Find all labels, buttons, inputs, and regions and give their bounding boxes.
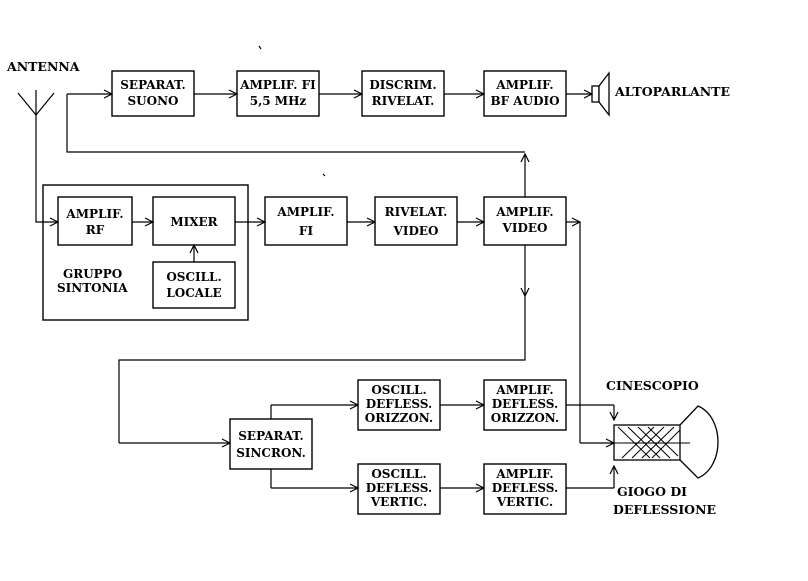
svg-text:RIVELAT.: RIVELAT. — [385, 205, 448, 219]
stray-mark — [258, 45, 262, 50]
svg-text:BF AUDIO: BF AUDIO — [490, 94, 559, 108]
yoke-label-1: GIOGO DI — [617, 484, 687, 499]
svg-text:AMPLIF.: AMPLIF. — [495, 467, 553, 481]
block-local-oscillator: OSCILL. LOCALE — [152, 261, 236, 309]
tuner-group-frame — [42, 184, 249, 321]
svg-text:MIXER: MIXER — [170, 215, 218, 229]
svg-text:SINCRON.: SINCRON. — [236, 446, 306, 460]
crt-label: CINESCOPIO — [606, 378, 699, 393]
svg-text:ORIZZON.: ORIZZON. — [365, 411, 433, 425]
svg-text:VERTIC.: VERTIC. — [370, 495, 427, 509]
block-vertical-amp: AMPLIF. DEFLESS. VERTIC. — [483, 463, 567, 515]
speaker-label: ALTOPARLANTE — [614, 84, 730, 99]
svg-text:VERTIC.: VERTIC. — [496, 495, 553, 509]
block-mixer: MIXER — [152, 196, 236, 246]
svg-text:RIVELAT.: RIVELAT. — [372, 94, 435, 108]
block-sync-separator: SEPARAT. SINCRON. — [229, 418, 313, 470]
svg-text:AMPLIF.: AMPLIF. — [495, 205, 553, 219]
block-audio-amp: AMPLIF. BF AUDIO — [483, 70, 567, 117]
antenna-symbol — [17, 90, 55, 116]
block-video-detector: RIVELAT. VIDEO — [374, 196, 458, 246]
svg-text:SEPARAT.: SEPARAT. — [238, 429, 303, 443]
antenna-label: ANTENNA — [6, 59, 80, 74]
block-video-amp: AMPLIF. VIDEO — [483, 196, 567, 246]
svg-text:DEFLESS.: DEFLESS. — [492, 397, 558, 411]
block-horizontal-oscillator: OSCILL. DEFLESS. ORIZZON. — [357, 379, 441, 431]
crt-icon — [604, 405, 719, 479]
block-discriminator: DISCRIM. RIVELAT. — [361, 70, 445, 117]
svg-text:ORIZZON.: ORIZZON. — [491, 411, 559, 425]
svg-text:AMPLIF.: AMPLIF. — [495, 383, 553, 397]
block-horizontal-amp: AMPLIF. DEFLESS. ORIZZON. — [483, 379, 567, 431]
svg-text:LOCALE: LOCALE — [166, 286, 221, 300]
block-vertical-oscillator: OSCILL. DEFLESS. VERTIC. — [357, 463, 441, 515]
signal-lines — [35, 94, 614, 488]
svg-text:5,5 MHz: 5,5 MHz — [250, 94, 307, 108]
stray-mark — [322, 173, 326, 177]
block-if-sound-amp: AMPLIF. FI 5,5 MHz — [236, 70, 320, 117]
svg-text:DISCRIM.: DISCRIM. — [369, 78, 436, 92]
block-rf-amp: AMPLIF. RF — [57, 196, 133, 246]
svg-text:DEFLESS.: DEFLESS. — [366, 481, 432, 495]
svg-text:VIDEO: VIDEO — [393, 224, 439, 238]
svg-text:OSCILL.: OSCILL. — [166, 270, 221, 284]
yoke-label-2: DEFLESSIONE — [613, 502, 716, 517]
svg-text:AMPLIF.: AMPLIF. — [495, 78, 553, 92]
svg-text:SEPARAT.: SEPARAT. — [120, 78, 185, 92]
tuner-group-label-1: GRUPPO — [63, 267, 122, 281]
block-sound-separator: SEPARAT. SUONO — [111, 70, 195, 117]
svg-text:DEFLESS.: DEFLESS. — [366, 397, 432, 411]
block-if-amp: AMPLIF. FI — [264, 196, 348, 246]
svg-text:VIDEO: VIDEO — [502, 221, 548, 235]
tuner-group-label-2: SINTONIA — [57, 281, 128, 295]
svg-text:RF: RF — [86, 223, 105, 237]
svg-text:FI: FI — [299, 224, 314, 238]
speaker-icon — [591, 71, 610, 117]
svg-text:DEFLESS.: DEFLESS. — [492, 481, 558, 495]
svg-text:OSCILL.: OSCILL. — [371, 467, 426, 481]
svg-text:AMPLIF.: AMPLIF. — [276, 205, 334, 219]
svg-text:SUONO: SUONO — [127, 94, 178, 108]
svg-text:OSCILL.: OSCILL. — [371, 383, 426, 397]
svg-text:AMPLIF.: AMPLIF. — [65, 207, 123, 221]
svg-text:AMPLIF. FI: AMPLIF. FI — [239, 78, 316, 92]
